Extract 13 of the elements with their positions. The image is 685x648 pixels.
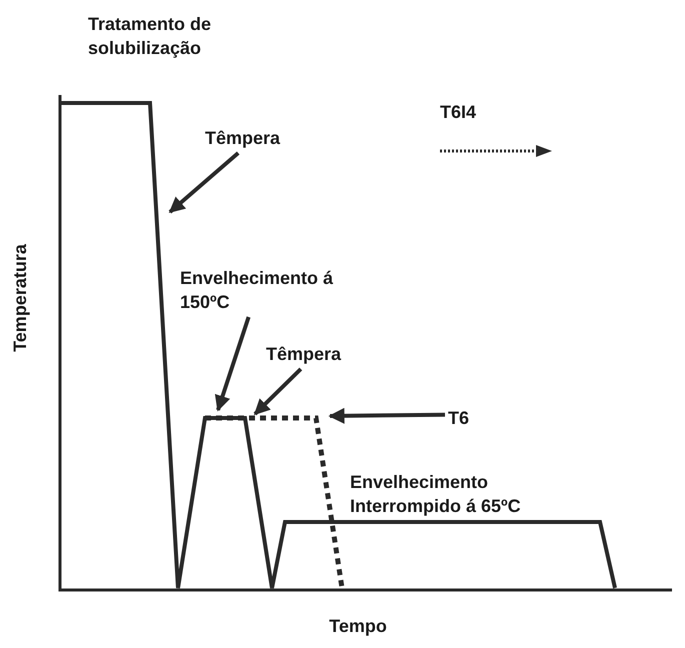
x-axis-label: Tempo	[328, 615, 388, 638]
callout-text: T6	[448, 406, 488, 430]
callout-text: Têmpera	[205, 126, 305, 150]
callout-text: Envelhecimento á 150ºC	[180, 266, 340, 314]
y-axis-label: Temperatura	[9, 243, 31, 354]
leader-arrow	[254, 368, 302, 416]
annotation-text: Tratamento de solubilização	[88, 13, 212, 60]
leader-arrow	[168, 151, 240, 214]
annotation-text: Envelhecimento Interrompido á 65ºC	[350, 471, 522, 518]
callout-text: Têmpera	[266, 342, 366, 366]
leader-arrow	[214, 316, 250, 412]
legend-text: T6I4	[440, 101, 476, 124]
leader-arrow	[328, 408, 446, 424]
